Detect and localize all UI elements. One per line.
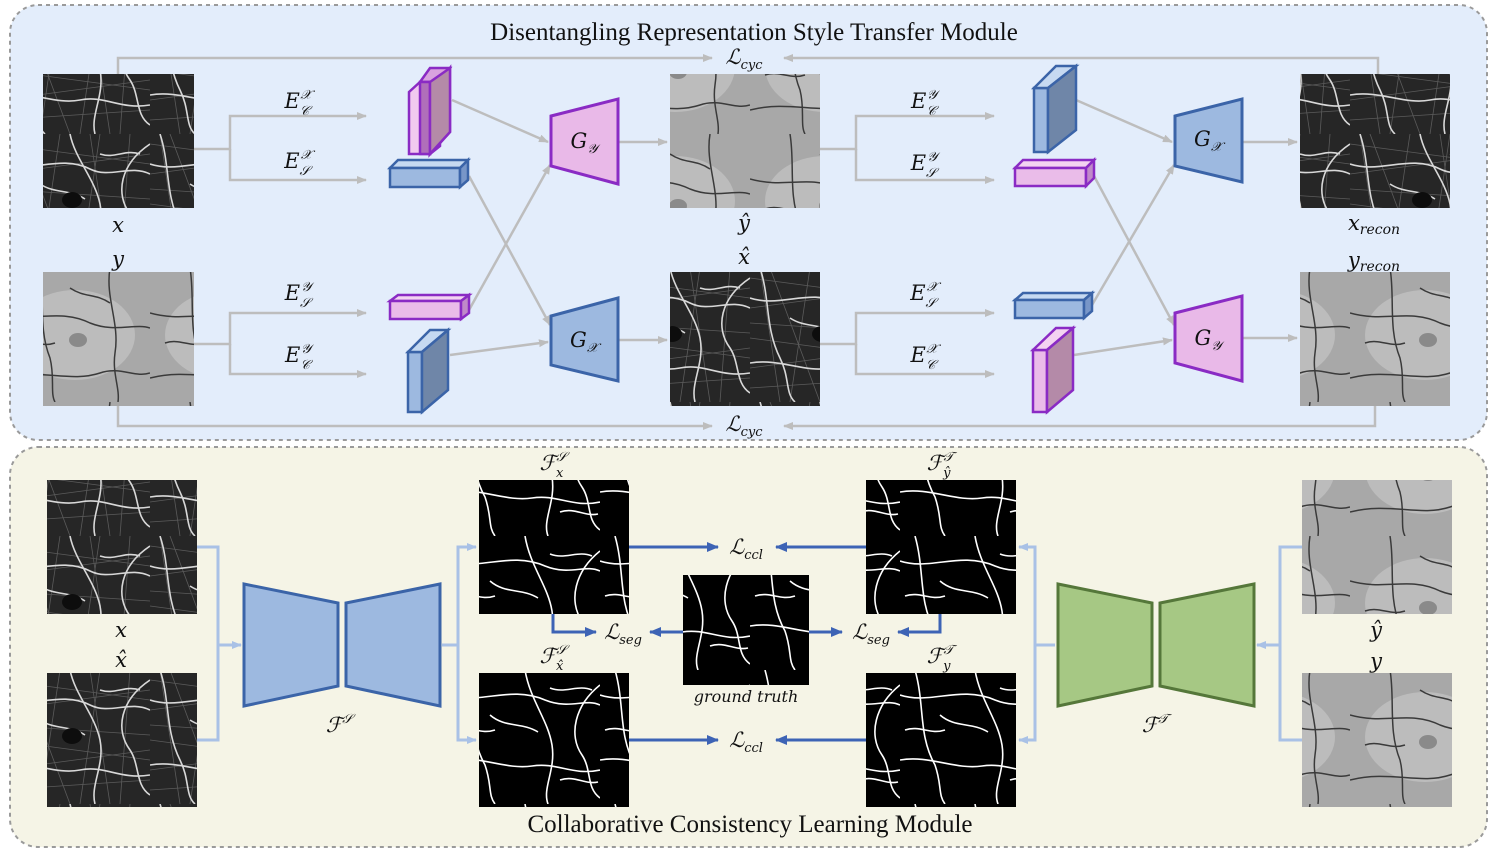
label-x-hat-source: x̂ bbox=[115, 648, 127, 672]
generator-g-x-right bbox=[1173, 97, 1244, 184]
cross-arrows-right bbox=[1073, 98, 1298, 357]
loss-seg-right: ℒseg bbox=[852, 620, 890, 648]
bottom-module-title: Collaborative Consistency Learning Modul… bbox=[527, 811, 972, 838]
network-f-t bbox=[1056, 582, 1256, 708]
image-x-source bbox=[47, 480, 197, 614]
generator-g-x-left bbox=[549, 296, 620, 383]
encoder-arrows-left bbox=[194, 112, 367, 378]
top-module-title: Disentangling Representation Style Trans… bbox=[490, 19, 1018, 46]
style-code-y-block bbox=[386, 292, 473, 322]
generator-g-y-left bbox=[549, 97, 620, 186]
top-panel bbox=[9, 4, 1488, 441]
label-x-recon: xrecon bbox=[1348, 211, 1400, 238]
seg-map-ft-y bbox=[866, 673, 1016, 807]
image-y-recon bbox=[1300, 272, 1450, 406]
loss-ccl-top: ℒccl bbox=[729, 535, 763, 563]
seg-map-ft-yhat bbox=[866, 480, 1016, 614]
content-code-y2-block bbox=[1030, 63, 1080, 155]
label-x: x bbox=[112, 213, 124, 237]
ground-truth-label: ground truth bbox=[694, 687, 799, 706]
style-code-x-block bbox=[386, 156, 472, 190]
loss-cyc-top: ℒcyc bbox=[725, 45, 763, 73]
seg-map-fs-xhat bbox=[479, 673, 629, 807]
image-x-hat bbox=[670, 272, 820, 406]
image-x-octa bbox=[43, 74, 194, 208]
network-f-s bbox=[242, 582, 442, 708]
network-io-arrows bbox=[197, 543, 1302, 744]
label-y: y bbox=[111, 247, 125, 271]
generator-g-y-right bbox=[1173, 294, 1244, 383]
label-x-source: x bbox=[115, 618, 127, 642]
image-x-recon bbox=[1300, 74, 1450, 208]
image-y-hat bbox=[670, 74, 820, 208]
label-y-target: y bbox=[1369, 649, 1383, 673]
style-code-x2-block bbox=[1011, 290, 1096, 321]
image-x-hat-source bbox=[47, 673, 197, 807]
label-y-recon: yrecon bbox=[1347, 248, 1400, 275]
ground-truth-map bbox=[683, 575, 809, 685]
loss-cyc-bottom: ℒcyc bbox=[725, 412, 763, 440]
style-code-y2-block bbox=[1011, 156, 1098, 190]
label-x-hat: x̂ bbox=[738, 245, 750, 269]
encoder-arrows-right bbox=[820, 112, 995, 378]
label-y-hat: ŷ bbox=[737, 211, 751, 235]
loss-arrows bbox=[551, 542, 942, 745]
seg-map-fs-x bbox=[479, 480, 629, 614]
cycle-loss-top-paths bbox=[116, 54, 1380, 430]
cross-arrows-left bbox=[449, 98, 668, 357]
content-code-x-block bbox=[407, 64, 453, 158]
loss-ccl-bottom: ℒccl bbox=[729, 728, 763, 756]
label-y-hat-target: ŷ bbox=[1369, 618, 1383, 642]
loss-seg-left: ℒseg bbox=[604, 620, 642, 648]
content-code-x2-block bbox=[1029, 325, 1077, 415]
image-y-fundus bbox=[43, 272, 194, 406]
image-y-hat-target bbox=[1302, 480, 1452, 614]
content-code-y-block bbox=[404, 327, 452, 415]
image-y-target bbox=[1302, 673, 1452, 807]
